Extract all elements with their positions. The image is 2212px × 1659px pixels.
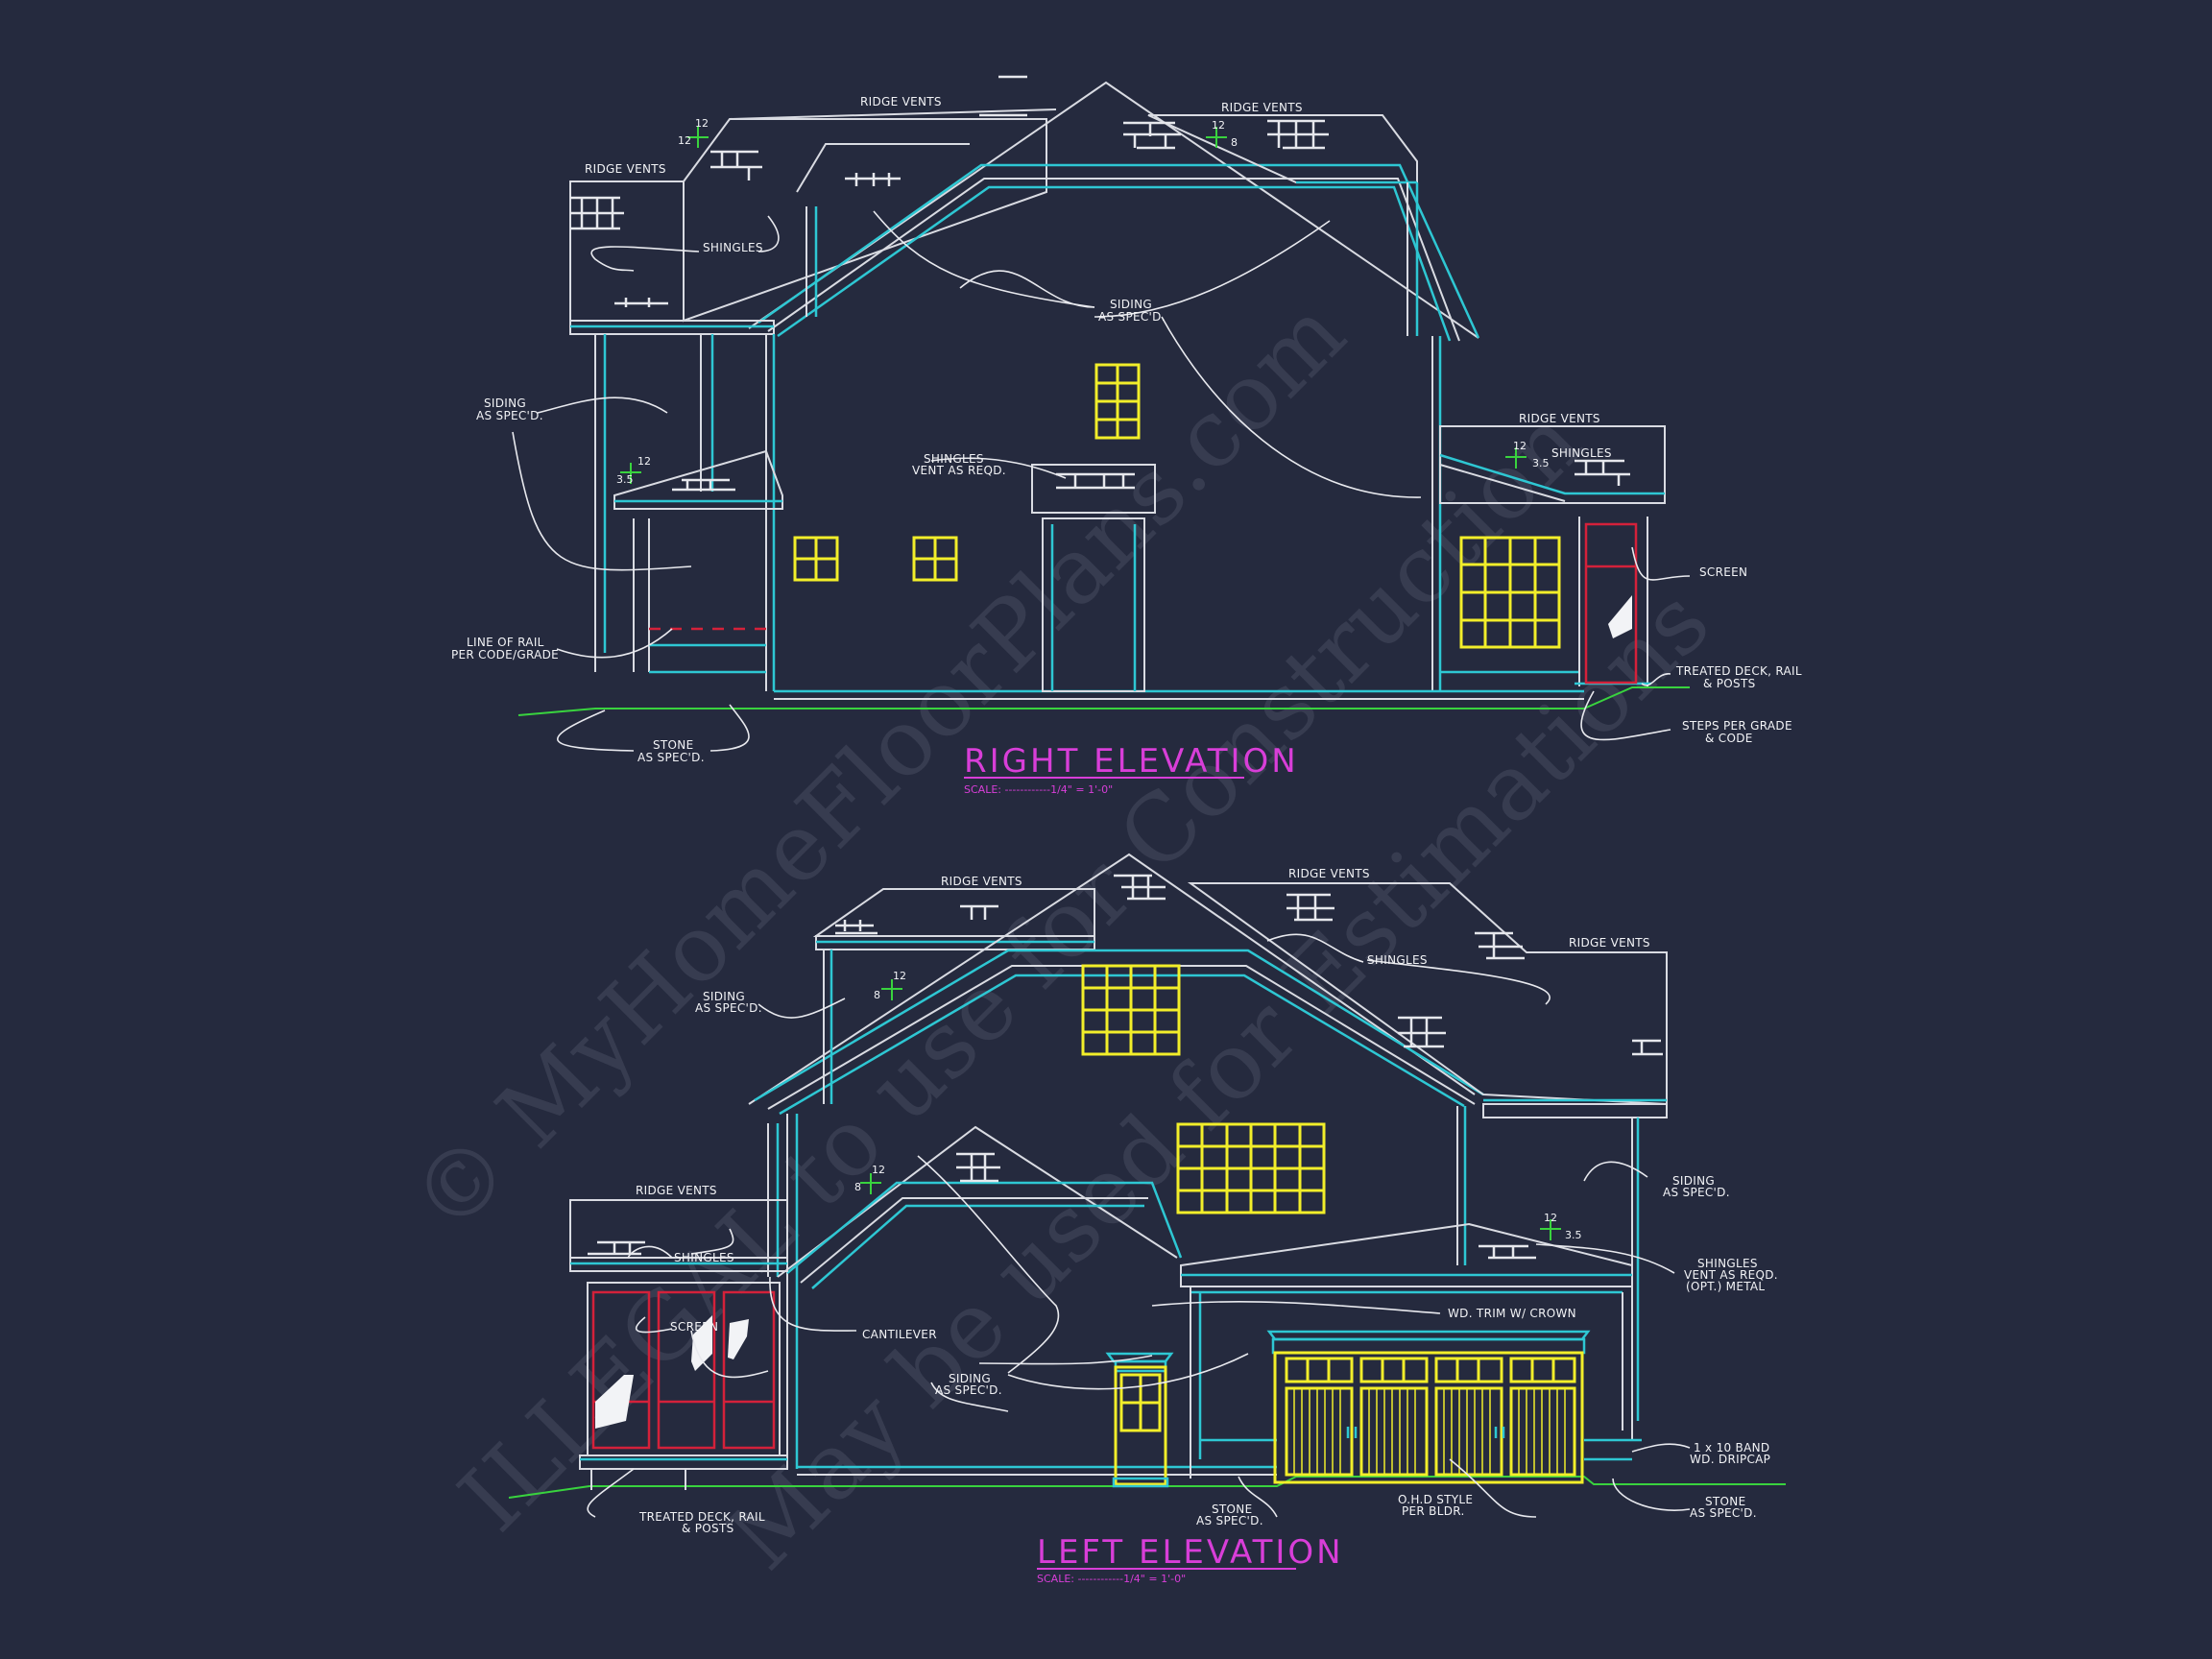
leader-lines — [512, 210, 1691, 752]
svg-text:8: 8 — [854, 1181, 861, 1193]
side-door — [1114, 1365, 1167, 1486]
svg-text:SHINGLES: SHINGLES — [703, 241, 763, 254]
svg-text:RIDGE VENTS: RIDGE VENTS — [1221, 101, 1303, 114]
svg-text:WD. TRIM W/ CROWN: WD. TRIM W/ CROWN — [1448, 1307, 1576, 1320]
svg-text:SHINGLES: SHINGLES — [1367, 953, 1428, 967]
svg-text:1 x 10 BAND: 1 x 10 BAND — [1694, 1441, 1769, 1455]
left-elevation-labels: RIDGE VENTS RIDGE VENTS RIDGE VENTS RIDG… — [636, 867, 1778, 1535]
svg-text:RIDGE VENTS: RIDGE VENTS — [1288, 867, 1370, 880]
main-gable-outline — [748, 853, 1476, 1105]
leader-lines — [587, 933, 1691, 1518]
svg-text:STEPS PER GRADE: STEPS PER GRADE — [1682, 719, 1792, 733]
svg-text:AS SPEC'D.: AS SPEC'D. — [1663, 1186, 1730, 1199]
pitch-symbols — [860, 979, 1561, 1240]
svg-text:& POSTS: & POSTS — [682, 1522, 734, 1535]
grade-line — [517, 686, 1690, 716]
svg-text:8: 8 — [1231, 136, 1238, 149]
svg-text:SCREEN: SCREEN — [1699, 565, 1747, 579]
svg-text:AS SPEC'D.: AS SPEC'D. — [476, 409, 543, 422]
svg-text:12: 12 — [872, 1164, 885, 1176]
svg-text:12: 12 — [893, 970, 906, 982]
svg-text:STONE: STONE — [653, 738, 693, 752]
svg-text:SIDING: SIDING — [949, 1372, 991, 1385]
svg-text:TREATED DECK, RAIL: TREATED DECK, RAIL — [1675, 664, 1802, 678]
svg-text:LINE OF RAIL: LINE OF RAIL — [467, 636, 544, 649]
svg-text:AS SPEC'D.: AS SPEC'D. — [1098, 310, 1166, 324]
garage-door-battens — [1293, 1388, 1566, 1475]
svg-text:WD. DRIPCAP: WD. DRIPCAP — [1690, 1453, 1770, 1466]
window-triple — [1176, 1122, 1326, 1214]
svg-text:SHINGLES: SHINGLES — [674, 1251, 734, 1264]
svg-text:AS SPEC'D.: AS SPEC'D. — [1690, 1506, 1757, 1520]
right-elevation-title: RIGHT ELEVATION — [964, 742, 1299, 781]
window-upper — [1094, 363, 1141, 440]
svg-text:VENT AS REQD.: VENT AS REQD. — [912, 464, 1006, 477]
svg-text:SCREEN: SCREEN — [670, 1320, 718, 1334]
svg-text:& POSTS: & POSTS — [1703, 677, 1756, 690]
svg-text:3.5: 3.5 — [1565, 1229, 1582, 1241]
vent-box — [1031, 464, 1156, 514]
pitch-symbols — [620, 127, 1527, 484]
window-small-1 — [793, 536, 839, 582]
svg-text:RIDGE VENTS: RIDGE VENTS — [860, 95, 942, 108]
left-elevation-scale: SCALE: ------------1/4" = 1'-0" — [1037, 1573, 1186, 1585]
right-elevation: 12 12 12 8 12 3.5 12 3.5 RIDGE VEN — [451, 75, 1802, 796]
window-upper — [1081, 964, 1181, 1056]
svg-text:SIDING: SIDING — [484, 397, 526, 410]
left-elevation: 12 8 12 8 12 3.5 — [508, 853, 1786, 1585]
svg-text:RIDGE VENTS: RIDGE VENTS — [1519, 412, 1600, 425]
svg-text:12: 12 — [678, 134, 691, 147]
svg-text:PER CODE/GRADE: PER CODE/GRADE — [451, 648, 559, 661]
shingle-symbols — [588, 874, 1663, 1260]
svg-text:12: 12 — [1544, 1212, 1557, 1224]
hip-roof-right — [1187, 882, 1668, 1106]
svg-text:SHINGLES: SHINGLES — [1551, 446, 1612, 460]
grade-line — [508, 1476, 1786, 1499]
svg-text:O.H.D STYLE: O.H.D STYLE — [1398, 1493, 1473, 1506]
main-gable-trim — [757, 163, 1480, 339]
svg-text:SHINGLES: SHINGLES — [1697, 1257, 1758, 1270]
garage-doors — [1273, 1351, 1584, 1484]
svg-text:RIDGE VENTS: RIDGE VENTS — [636, 1184, 717, 1197]
svg-text:12: 12 — [1212, 119, 1225, 132]
right-elevation-labels: RIDGE VENTS RIDGE VENTS RIDGE VENTS RIDG… — [451, 95, 1802, 764]
svg-text:& CODE: & CODE — [1705, 732, 1753, 745]
svg-text:CANTILEVER: CANTILEVER — [862, 1328, 937, 1341]
svg-text:STONE: STONE — [1705, 1495, 1745, 1508]
right-elevation-scale: SCALE: ------------1/4" = 1'-0" — [964, 783, 1113, 796]
svg-text:12: 12 — [695, 117, 709, 130]
hip-roof-right — [1147, 114, 1418, 183]
svg-text:12: 12 — [1513, 440, 1527, 452]
hip-roof-left — [683, 118, 1047, 323]
window-double-right — [1459, 536, 1561, 649]
svg-text:SIDING: SIDING — [703, 990, 745, 1003]
svg-text:RIDGE VENTS: RIDGE VENTS — [585, 162, 666, 176]
svg-text:SIDING: SIDING — [1110, 298, 1152, 311]
svg-text:AS SPEC'D.: AS SPEC'D. — [935, 1383, 1002, 1397]
svg-text:3.5: 3.5 — [616, 473, 634, 486]
svg-text:SHINGLES: SHINGLES — [924, 452, 984, 466]
svg-text:RIDGE VENTS: RIDGE VENTS — [1569, 936, 1650, 950]
svg-text:AS SPEC'D.: AS SPEC'D. — [695, 1001, 762, 1015]
svg-text:STONE: STONE — [1212, 1503, 1252, 1516]
svg-text:VENT AS REQD.: VENT AS REQD. — [1684, 1268, 1778, 1282]
svg-text:8: 8 — [874, 989, 880, 1001]
svg-text:SIDING: SIDING — [1672, 1174, 1715, 1188]
svg-text:(OPT.) METAL: (OPT.) METAL — [1686, 1280, 1765, 1293]
svg-text:TREATED DECK, RAIL: TREATED DECK, RAIL — [638, 1510, 765, 1524]
left-elevation-title: LEFT ELEVATION — [1037, 1533, 1344, 1572]
window-small-2 — [912, 536, 958, 582]
garage-handles — [1346, 1427, 1505, 1438]
svg-text:AS SPEC'D.: AS SPEC'D. — [1196, 1514, 1263, 1527]
svg-text:AS SPEC'D.: AS SPEC'D. — [637, 751, 705, 764]
screen-door — [1584, 522, 1638, 685]
shingle-symbols — [570, 75, 1630, 492]
svg-text:RIDGE VENTS: RIDGE VENTS — [941, 875, 1022, 888]
svg-text:12: 12 — [637, 455, 651, 468]
svg-text:PER BLDR.: PER BLDR. — [1402, 1504, 1465, 1518]
svg-text:3.5: 3.5 — [1532, 457, 1550, 469]
